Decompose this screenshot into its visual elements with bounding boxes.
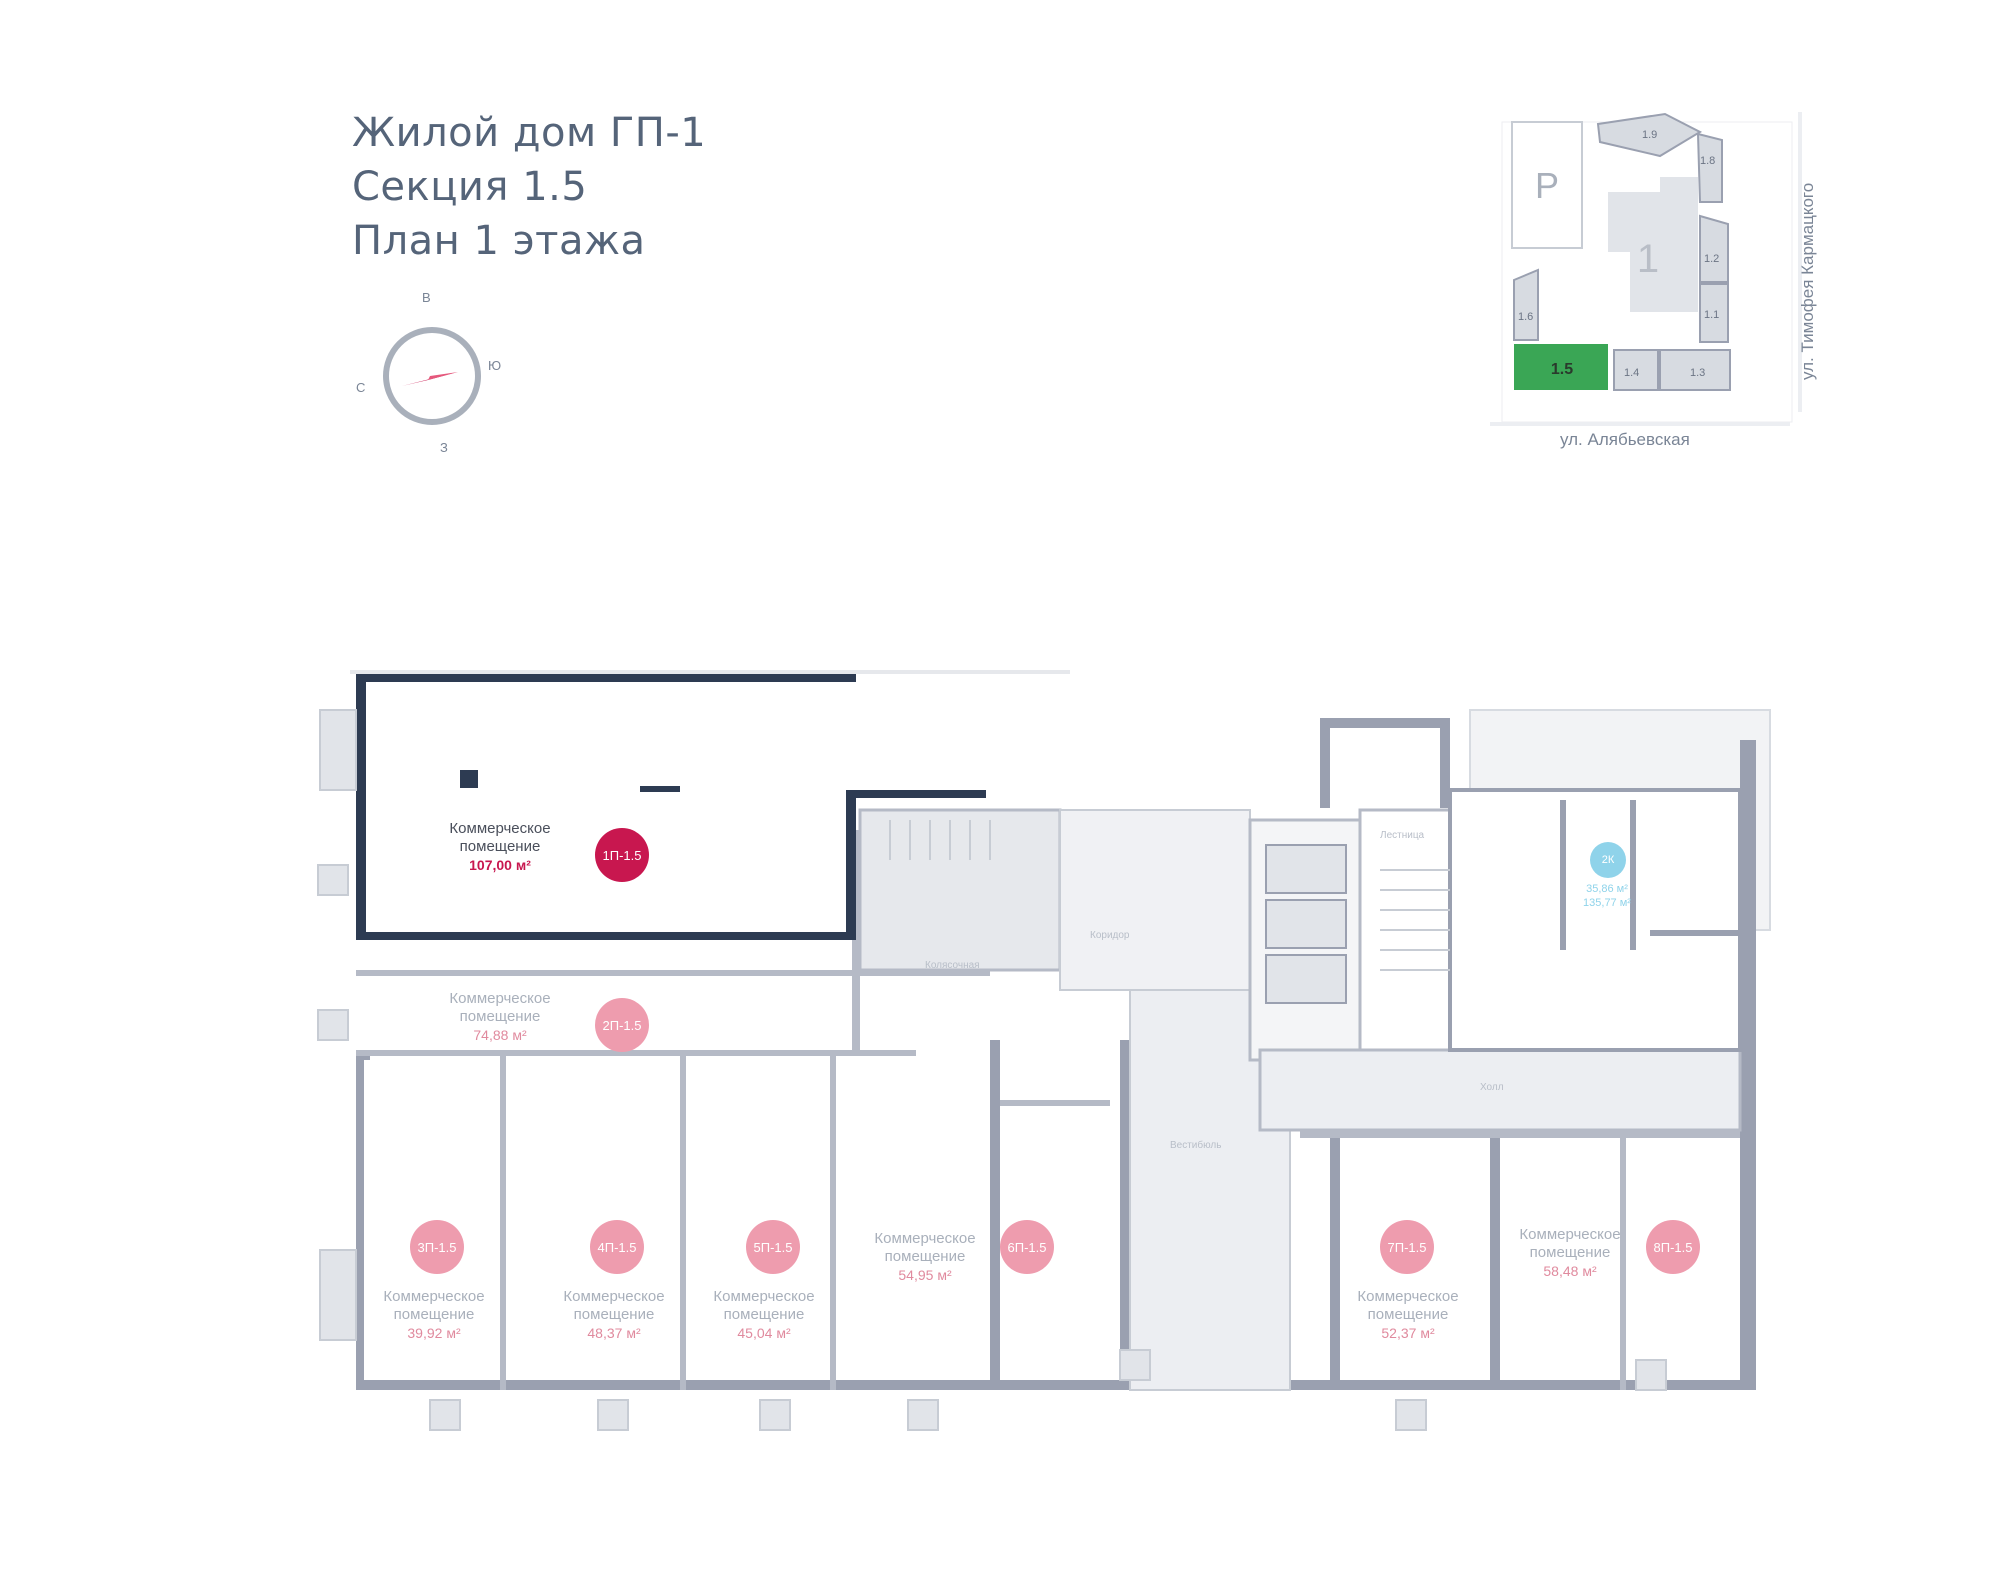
unit-3-label[interactable]: Коммерческое помещение 39,92 м² — [368, 1288, 500, 1342]
unit-1-area: 107,00 м² — [469, 857, 531, 873]
minimap-building: 1 — [1637, 237, 1659, 281]
compass-south: З — [440, 440, 448, 455]
unit-7-badge[interactable]: 7П-1.5 — [1380, 1220, 1434, 1274]
plan-title: Жилой дом ГП-1 Секция 1.5 План 1 этажа — [352, 106, 706, 268]
minimap-parking: Р — [1535, 165, 1559, 206]
unit-6-label[interactable]: Коммерческое помещение 54,95 м² — [860, 1230, 990, 1284]
unit-8-label[interactable]: Коммерческое помещение 58,48 м² — [1500, 1226, 1640, 1280]
unit-1-name: Коммерческое помещение — [449, 820, 551, 855]
floor-plan: Коммерческое помещение 107,00 м² 1П-1.5 … — [300, 630, 1840, 1480]
unit-4-area: 48,37 м² — [587, 1325, 641, 1341]
unit-5-label[interactable]: Коммерческое помещение 45,04 м² — [698, 1288, 830, 1342]
apartment-areas: 35,86 м² 135,77 м² — [1562, 882, 1652, 910]
compass-icon: В Ю З С — [350, 290, 510, 460]
svg-text:1.2: 1.2 — [1704, 253, 1719, 265]
unit-6-badge[interactable]: 6П-1.5 — [1000, 1220, 1054, 1274]
apartment-area-2: 135,77 м² — [1583, 897, 1631, 909]
unit-6-name: Коммерческое помещение — [874, 1230, 976, 1265]
unit-7-name: Коммерческое помещение — [1357, 1288, 1459, 1323]
svg-text:1.1: 1.1 — [1704, 309, 1719, 321]
unit-8-area: 58,48 м² — [1543, 1263, 1597, 1279]
unit-3-badge[interactable]: 3П-1.5 — [410, 1220, 464, 1274]
unit-6-area: 54,95 м² — [898, 1267, 952, 1283]
street-bottom-label: ул. Алябьевская — [1560, 430, 1690, 449]
unit-7-area: 52,37 м² — [1381, 1325, 1435, 1341]
site-minimap: Р 1 1.9 1.8 1.2 1.1 1.6 1.5 1.4 1.3 ул. … — [1490, 112, 1830, 462]
unit-5-badge[interactable]: 5П-1.5 — [746, 1220, 800, 1274]
svg-text:1.4: 1.4 — [1624, 367, 1639, 379]
unit-2-name: Коммерческое помещение — [449, 990, 551, 1025]
minimap-active-section: 1.5 — [1551, 361, 1573, 378]
room-stair: Лестница — [1380, 830, 1425, 841]
unit-1-label[interactable]: Коммерческое помещение 107,00 м² — [430, 820, 570, 874]
svg-text:1.9: 1.9 — [1642, 129, 1657, 141]
room-lobby: Вестибюль — [1170, 1140, 1222, 1151]
title-section: Секция 1.5 — [352, 164, 588, 210]
unit-5-area: 45,04 м² — [737, 1325, 791, 1341]
unit-2-badge[interactable]: 2П-1.5 — [595, 998, 649, 1052]
svg-text:1.3: 1.3 — [1690, 367, 1705, 379]
room-storage: Колясочная — [925, 960, 980, 971]
unit-1-badge[interactable]: 1П-1.5 — [595, 828, 649, 882]
unit-7-label[interactable]: Коммерческое помещение 52,37 м² — [1340, 1288, 1476, 1342]
compass-north: В — [422, 290, 431, 305]
unit-8-badge[interactable]: 8П-1.5 — [1646, 1220, 1700, 1274]
svg-text:1.6: 1.6 — [1518, 311, 1533, 323]
floor-plan-drawing — [317, 670, 1771, 1431]
room-corridor: Коридор — [1090, 930, 1130, 941]
room-hall: Холл — [1480, 1082, 1504, 1093]
svg-text:1.8: 1.8 — [1700, 155, 1715, 167]
street-right-label: ул. Тимофея Кармацкого — [1798, 182, 1817, 380]
unit-5-name: Коммерческое помещение — [713, 1288, 815, 1323]
unit-3-area: 39,92 м² — [407, 1325, 461, 1341]
apartment-badge[interactable]: 2К — [1590, 842, 1626, 878]
compass-east: Ю — [488, 358, 502, 373]
unit-4-name: Коммерческое помещение — [563, 1288, 665, 1323]
unit-4-badge[interactable]: 4П-1.5 — [590, 1220, 644, 1274]
apartment-area-1: 35,86 м² — [1586, 883, 1628, 895]
unit-2-label[interactable]: Коммерческое помещение 74,88 м² — [430, 990, 570, 1044]
title-building: Жилой дом ГП-1 — [352, 110, 707, 156]
unit-3-name: Коммерческое помещение — [383, 1288, 485, 1323]
unit-4-label[interactable]: Коммерческое помещение 48,37 м² — [548, 1288, 680, 1342]
compass-west: С — [356, 380, 366, 395]
unit-8-name: Коммерческое помещение — [1519, 1226, 1621, 1261]
title-floor: План 1 этажа — [352, 218, 646, 264]
unit-2-area: 74,88 м² — [473, 1027, 527, 1043]
